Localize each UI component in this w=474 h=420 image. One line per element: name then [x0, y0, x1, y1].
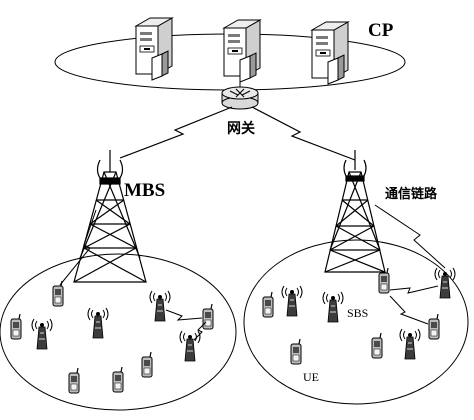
lightning-link-icon — [119, 106, 233, 159]
cp-label: CP — [368, 20, 394, 41]
macro-tower-icon — [73, 150, 147, 283]
link-label: 通信链路 — [385, 187, 438, 202]
server-icon — [311, 21, 349, 85]
lightning-link-icon — [374, 204, 446, 269]
lightning-link-icon — [251, 106, 356, 161]
gateway-label: 网关 — [227, 121, 255, 137]
ue-label: UE — [303, 370, 319, 384]
lightning-link-icon — [389, 285, 439, 294]
server-icon — [223, 19, 261, 83]
lightning-link-icon — [165, 309, 203, 321]
lightning-link-icon — [59, 209, 97, 286]
mbs-label: MBS — [124, 180, 166, 201]
server-icon — [135, 17, 173, 81]
lightning-link-icon — [193, 321, 207, 341]
sbs-label: SBS — [347, 306, 369, 320]
router-icon — [221, 86, 259, 110]
small-tower-icon — [324, 150, 386, 273]
lightning-link-icon — [389, 295, 429, 325]
